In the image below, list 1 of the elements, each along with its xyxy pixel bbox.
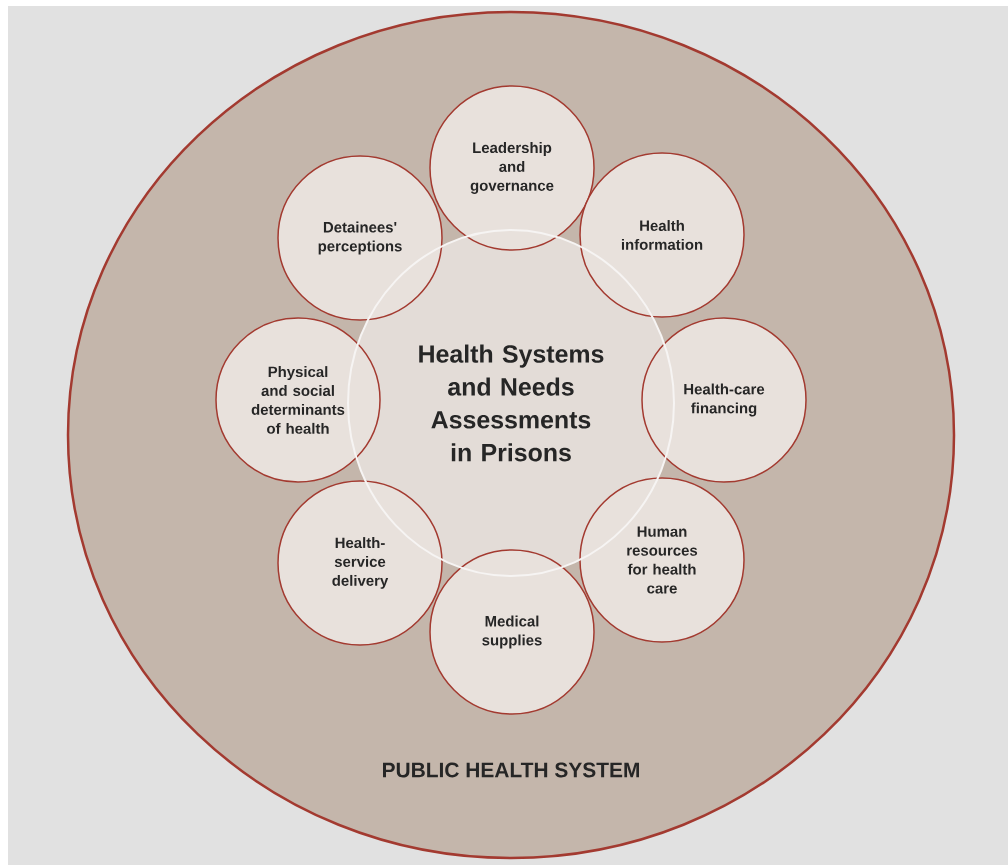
node-label: Health Systems and Needs Assessments in Prisons <box>419 344 604 462</box>
